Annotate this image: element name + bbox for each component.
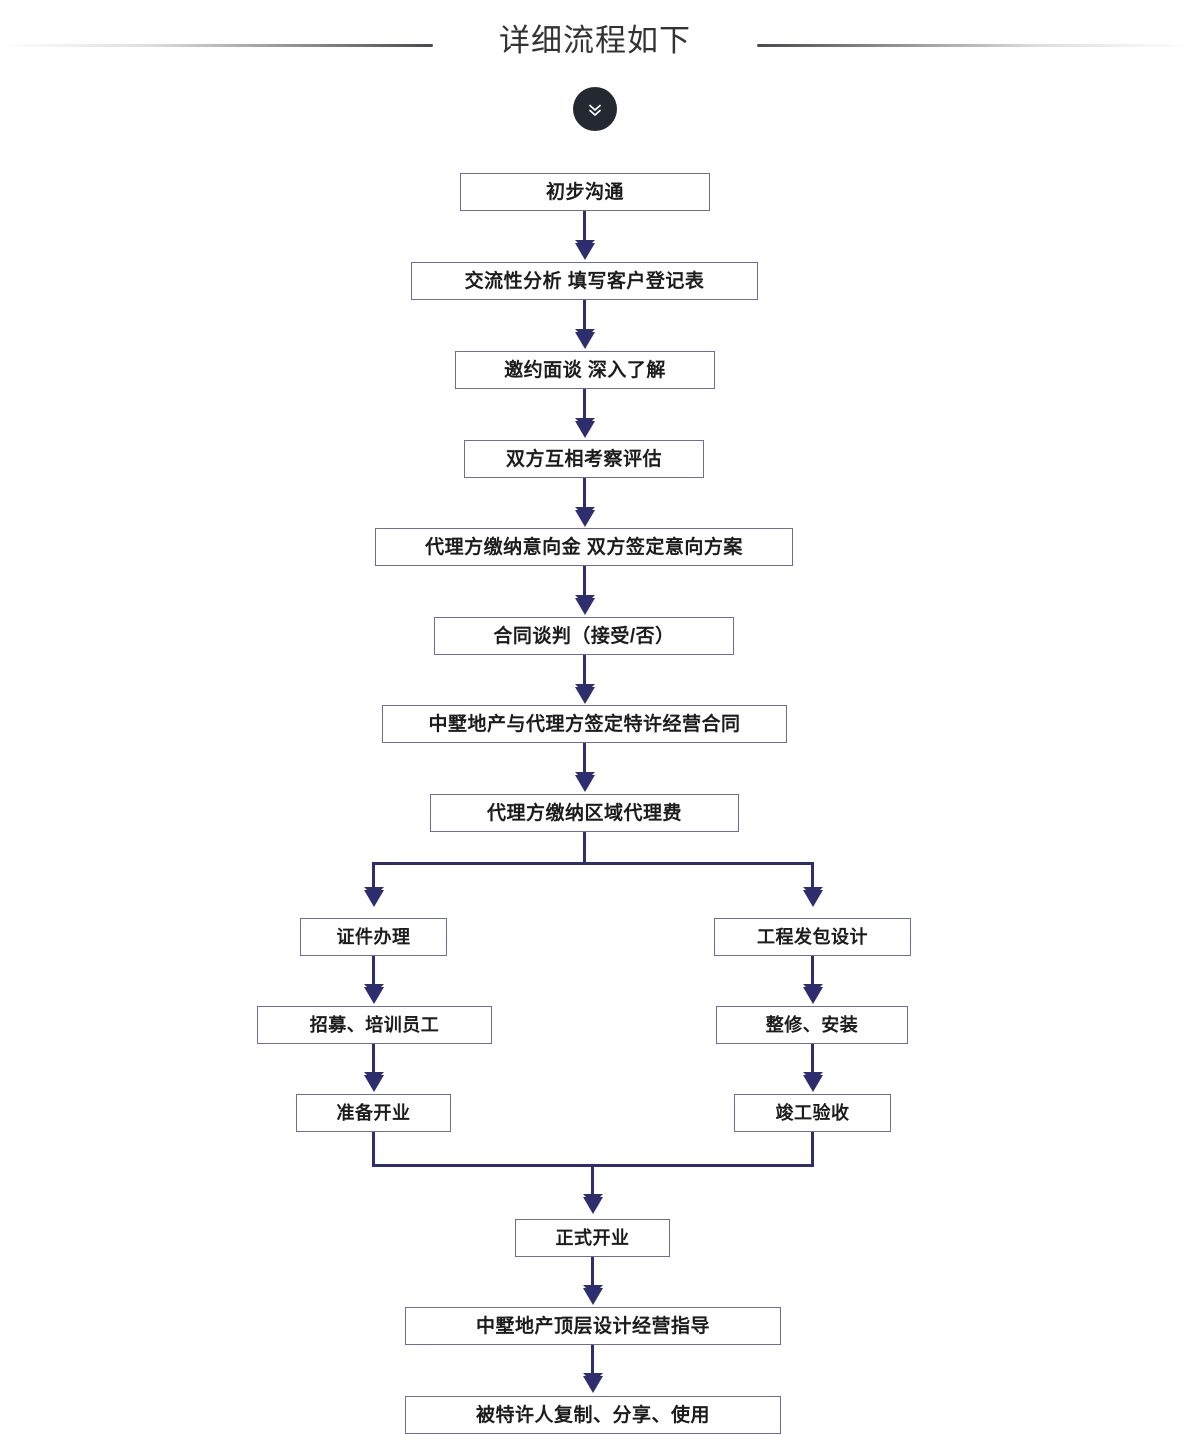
flow-edge-split-right-drop — [811, 862, 814, 892]
flow-edge-l2-l3 — [372, 1044, 375, 1077]
flow-node-t1[interactable]: 正式开业 — [515, 1219, 670, 1257]
flow-node-label: 整修、安装 — [765, 1015, 859, 1035]
flow-node-label: 正式开业 — [555, 1228, 630, 1248]
flow-node-l3[interactable]: 准备开业 — [296, 1094, 451, 1132]
flow-arrow-split-right — [803, 887, 823, 907]
page-title: 详细流程如下 — [499, 23, 691, 58]
flow-node-l2[interactable]: 招募、培训员工 — [257, 1006, 492, 1044]
flow-edge-r1-r2 — [811, 956, 814, 989]
flow-edge-split-bar — [372, 862, 814, 865]
flow-edge-n1-n2 — [583, 211, 586, 245]
flow-arrow-n7-n8 — [575, 772, 595, 792]
flow-arrow-n5-n6 — [575, 595, 595, 615]
flow-node-label: 证件办理 — [336, 927, 411, 947]
flow-edge-n2-n3 — [583, 300, 586, 334]
flow-node-label: 合同谈判（接受/否） — [493, 625, 675, 647]
flow-node-label: 中墅地产顶层设计经营指导 — [475, 1315, 710, 1337]
flow-node-label: 工程发包设计 — [757, 927, 868, 947]
flow-arrow-n1-n2 — [575, 240, 595, 260]
flow-node-t2[interactable]: 中墅地产顶层设计经营指导 — [405, 1307, 781, 1345]
flow-node-n4[interactable]: 双方互相考察评估 — [464, 440, 704, 478]
flow-edge-n6-n7 — [583, 655, 586, 689]
flow-arrow-merge-t1 — [583, 1194, 603, 1214]
flow-edge-n5-n6 — [583, 566, 586, 600]
flow-node-label: 代理方缴纳意向金 双方签定意向方案 — [425, 536, 743, 558]
flow-arrow-n3-n4 — [575, 418, 595, 438]
header-rule-left-icon — [0, 44, 433, 47]
flow-node-label: 初步沟通 — [545, 181, 624, 203]
flow-arrow-r1-r2 — [803, 984, 823, 1004]
flow-arrow-n6-n7 — [575, 684, 595, 704]
flow-arrow-l2-l3 — [364, 1072, 384, 1092]
flow-arrow-n4-n5 — [575, 507, 595, 527]
flow-node-n8[interactable]: 代理方缴纳区域代理费 — [430, 794, 739, 832]
flow-node-label: 代理方缴纳区域代理费 — [486, 802, 682, 824]
flow-node-n2[interactable]: 交流性分析 填写客户登记表 — [411, 262, 758, 300]
scroll-down-button[interactable] — [573, 87, 617, 131]
flow-edge-l3-merge-drop — [372, 1132, 375, 1167]
flow-edge-n3-n4 — [583, 389, 586, 423]
flow-edge-t1-t2 — [591, 1257, 594, 1290]
header-rule-right-icon — [757, 44, 1190, 47]
flow-edge-split-left-drop — [372, 862, 375, 892]
flow-node-t3[interactable]: 被特许人复制、分享、使用 — [405, 1396, 781, 1434]
flow-edge-l1-l2 — [372, 956, 375, 989]
flow-node-label: 招募、培训员工 — [309, 1015, 440, 1035]
flow-node-r3[interactable]: 竣工验收 — [734, 1094, 891, 1132]
flow-edge-r2-r3 — [811, 1044, 814, 1077]
flow-node-label: 交流性分析 填写客户登记表 — [464, 270, 705, 292]
flow-node-n7[interactable]: 中墅地产与代理方签定特许经营合同 — [382, 705, 787, 743]
flow-arrow-n2-n3 — [575, 329, 595, 349]
flow-node-label: 邀约面谈 深入了解 — [504, 359, 666, 381]
flow-node-label: 双方互相考察评估 — [505, 448, 662, 470]
flow-edge-n4-n5 — [583, 478, 586, 512]
flow-edge-t2-t3 — [591, 1345, 594, 1378]
page-header: 详细流程如下 — [0, 0, 1190, 90]
flow-node-n3[interactable]: 邀约面谈 深入了解 — [455, 351, 715, 389]
flow-arrow-l1-l2 — [364, 984, 384, 1004]
flow-node-label: 中墅地产与代理方签定特许经营合同 — [428, 713, 741, 735]
flow-arrow-t1-t2 — [583, 1285, 603, 1305]
flow-edge-r3-merge-drop — [811, 1132, 814, 1167]
flow-arrow-split-left — [364, 887, 384, 907]
flow-arrow-t2-t3 — [583, 1373, 603, 1393]
flow-edge-merge-stem — [591, 1164, 594, 1199]
flow-node-label: 准备开业 — [336, 1103, 411, 1123]
flow-node-l1[interactable]: 证件办理 — [300, 918, 447, 956]
flow-node-n6[interactable]: 合同谈判（接受/否） — [434, 617, 734, 655]
flow-edge-n8-split-stem — [583, 832, 586, 865]
flow-node-n1[interactable]: 初步沟通 — [460, 173, 710, 211]
flow-node-r1[interactable]: 工程发包设计 — [714, 918, 911, 956]
flow-node-label: 被特许人复制、分享、使用 — [475, 1404, 710, 1426]
double-chevron-down-icon — [584, 98, 606, 120]
flow-node-n5[interactable]: 代理方缴纳意向金 双方签定意向方案 — [375, 528, 793, 566]
flow-edge-n7-n8 — [583, 743, 586, 777]
flow-arrow-r2-r3 — [803, 1072, 823, 1092]
flow-node-label: 竣工验收 — [775, 1103, 850, 1123]
flow-node-r2[interactable]: 整修、安装 — [716, 1006, 908, 1044]
